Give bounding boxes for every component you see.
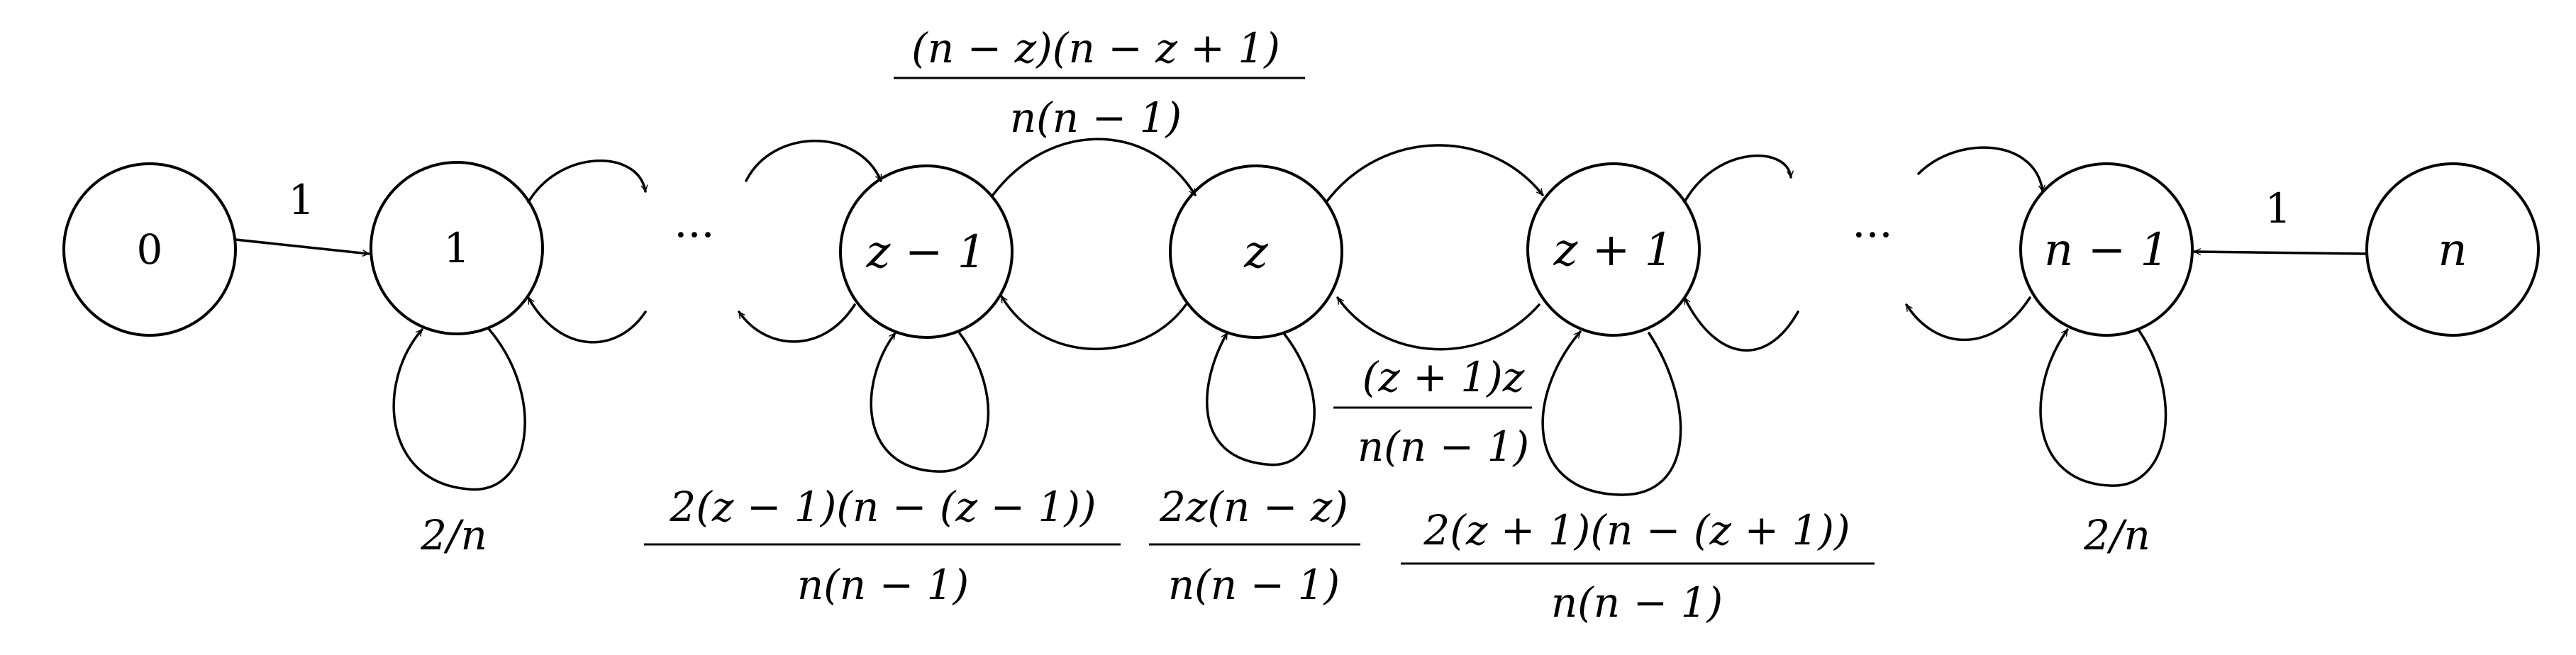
label-loop-z: 2z(n − z) n(n − 1) [1149, 483, 1360, 609]
node-1-label: 1 [444, 224, 470, 272]
arc-right-to-z-plus-1 [1683, 296, 1799, 352]
arc-left-to-z-minus-1 [745, 140, 882, 182]
loop-z-plus-1 [1541, 330, 1682, 496]
ellipsis-left: ··· [674, 211, 714, 260]
label-up-denominator: n(n − 1) [1010, 94, 1182, 142]
node-n-label: n [2438, 224, 2467, 276]
arc-n-minus-1-to-left [1905, 296, 2031, 342]
label-loop-1: 2/n [420, 511, 487, 559]
arc-right-to-1 [527, 296, 647, 344]
node-z-minus-1: z − 1 [839, 164, 1014, 339]
loop-n-minus-1 [2039, 328, 2167, 487]
label-down-denominator: n(n − 1) [1358, 422, 1529, 471]
arc-z-minus-1-to-left [738, 303, 856, 343]
label-loop-z-denominator: n(n − 1) [1168, 561, 1340, 609]
node-0-label: 0 [137, 225, 163, 274]
loop-z-minus-1 [870, 332, 990, 473]
edge-0-to-1 [234, 238, 370, 254]
arc-z-plus-1-to-right [1683, 154, 1791, 203]
node-z-plus-1-label: z + 1 [1553, 224, 1674, 276]
ellipsis-right: ··· [1852, 211, 1892, 260]
label-loop-z-minus-1-denominator: n(n − 1) [797, 561, 969, 609]
label-loop-z-plus-1-numerator: 2(z + 1)(n − (z + 1)) [1423, 506, 1850, 554]
node-z-label: z [1243, 226, 1269, 279]
node-z-plus-1: z + 1 [1526, 162, 1701, 337]
node-n-minus-1-label: n − 1 [2044, 224, 2169, 276]
label-loop-z-plus-1-denominator: n(n − 1) [1551, 578, 1723, 627]
label-n-to-n-minus-1: 1 [2265, 184, 2292, 233]
label-loop-n-minus-1: 2/n [2083, 511, 2150, 559]
node-z: z [1169, 164, 1343, 339]
arc-left-to-n-minus-1 [1917, 146, 2043, 193]
arc-1-to-right [527, 159, 645, 203]
loop-z [1206, 332, 1316, 466]
node-1: 1 [370, 161, 544, 335]
label-0-to-1: 1 [289, 176, 315, 224]
label-loop-z-minus-1-numerator: 2(z − 1)(n − (z − 1)) [669, 483, 1096, 531]
node-n: n [2365, 162, 2540, 337]
node-z-minus-1-label: z − 1 [866, 226, 987, 279]
label-down-transition: (z + 1)z n(n − 1) [1333, 353, 1532, 471]
label-up-transition: (n − z)(n − z + 1) n(n − 1) [894, 24, 1305, 142]
node-n-minus-1: n − 1 [2019, 162, 2194, 337]
loop-1 [392, 328, 526, 491]
edge-z-to-z-minus-1 [1000, 295, 1187, 351]
label-loop-z-minus-1: 2(z − 1)(n − (z − 1)) n(n − 1) [644, 483, 1121, 609]
label-loop-z-plus-1: 2(z + 1)(n − (z + 1)) n(n − 1) [1401, 506, 1875, 627]
edge-z-to-z-plus-1 [1325, 144, 1544, 203]
edge-z-plus-1-to-z [1336, 296, 1540, 351]
edge-z-minus-1-to-z [992, 138, 1197, 196]
label-loop-z-numerator: 2z(n − z) [1159, 483, 1348, 531]
label-up-numerator: (n − z)(n − z + 1) [911, 24, 1280, 72]
label-down-numerator: (z + 1)z [1362, 353, 1525, 401]
node-0: 0 [62, 162, 237, 337]
edge-n-to-n-minus-1 [2193, 252, 2367, 254]
